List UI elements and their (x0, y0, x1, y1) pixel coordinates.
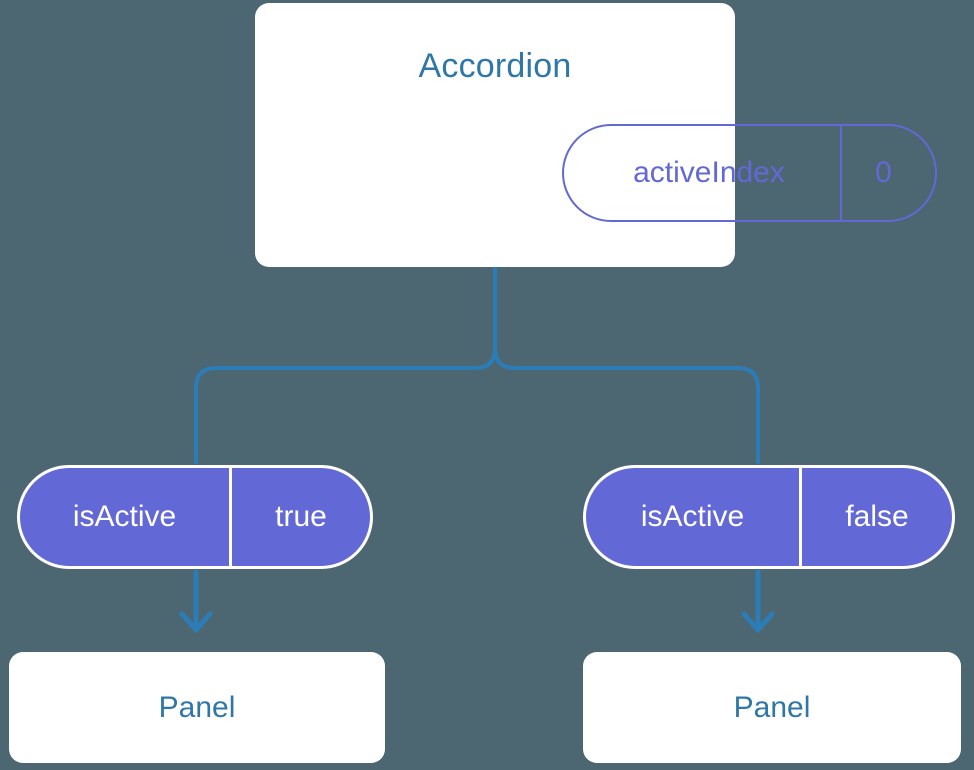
arrowhead-left-icon (179, 611, 213, 633)
panel-label: Panel (733, 690, 811, 724)
state-pill-active-index[interactable]: activeIndex 0 (562, 124, 937, 222)
panel-label: Panel (158, 690, 236, 724)
prop-pill-is-active-false[interactable]: isActive false (583, 465, 955, 569)
state-pill-key: activeIndex (564, 126, 842, 220)
panel-component-card-right[interactable]: Panel (583, 652, 961, 763)
prop-pill-is-active-true[interactable]: isActive true (17, 465, 373, 569)
prop-pill-value: false (845, 500, 909, 533)
prop-pill-key: isActive (20, 468, 232, 566)
prop-pill-value: true (275, 500, 327, 533)
arrowhead-right-icon (741, 611, 775, 633)
prop-pill-key: isActive (586, 468, 802, 566)
connector-root-to-right (493, 265, 760, 464)
panel-component-card-left[interactable]: Panel (9, 652, 385, 763)
state-pill-value: 0 (875, 156, 892, 189)
accordion-component-card[interactable]: Accordion activeIndex 0 (255, 3, 937, 267)
accordion-title: Accordion (418, 47, 572, 85)
connector-root-to-left (194, 265, 497, 464)
